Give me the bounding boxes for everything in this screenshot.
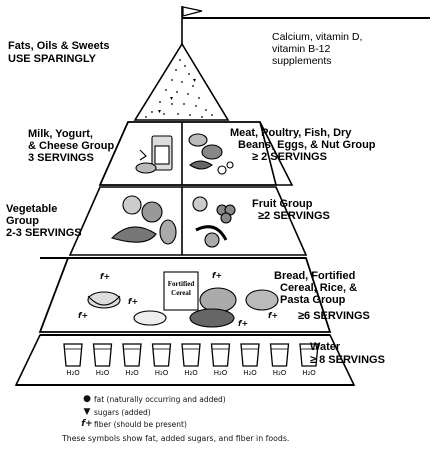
grain-illustration xyxy=(87,271,279,328)
water-glass-icon: H₂O xyxy=(210,343,231,377)
fiber-icon: f+ xyxy=(81,419,93,429)
meat-label: Meat, Poultry, Fish, Dry Beans, Eggs, & … xyxy=(230,127,376,163)
svg-text:f+: f+ xyxy=(128,297,138,306)
water-glass-label: H₂O xyxy=(96,369,110,377)
water-glass-icon: H₂O xyxy=(269,343,290,377)
water-glass-label: H₂O xyxy=(66,369,80,377)
legend-sugar: ▼ sugars (added) xyxy=(80,407,151,417)
meat-illustration xyxy=(188,133,234,175)
water-glass-icon: H₂O xyxy=(181,343,201,377)
svg-text:f+: f+ xyxy=(238,319,248,328)
water-glass-label: H₂O xyxy=(125,369,139,377)
legend-fiber: f+ fiber (should be present) xyxy=(80,419,187,429)
legend-fat: ● fat (naturally occurring and added) xyxy=(80,394,226,404)
water-glass-icon: H₂O xyxy=(92,343,113,377)
water-glass-icon: H₂O xyxy=(122,343,142,377)
water-glass-icon: H₂O xyxy=(299,343,319,377)
water-glass-label: H₂O xyxy=(302,369,316,377)
water-glasses: H₂O H₂O H₂O H₂O H₂O H₂O H₂O H₂O H₂O xyxy=(63,343,319,377)
grains-label: Bread, Fortified Cereal, Rice, & Pasta G… xyxy=(274,270,370,322)
water-glass-icon: H₂O xyxy=(151,343,172,377)
water-glass-label: H₂O xyxy=(184,369,198,377)
water-glass-label: H₂O xyxy=(273,369,287,377)
legend-fiber-text: fiber (should be present) xyxy=(94,419,187,429)
water-glass-icon: H₂O xyxy=(240,343,260,377)
svg-text:f+: f+ xyxy=(268,311,278,320)
cereal-box-label-2: Cereal xyxy=(171,289,191,297)
dairy-illustration xyxy=(135,135,173,174)
svg-text:f+: f+ xyxy=(100,272,110,281)
legend-fat-text: fat (naturally occurring and added) xyxy=(94,394,226,404)
water-glass-label: H₂O xyxy=(155,369,169,377)
water-glass-label: H₂O xyxy=(214,369,228,377)
water-label: Water≥ 8 SERVINGS xyxy=(310,341,385,366)
vegetable-illustration xyxy=(110,195,177,245)
fats-stipple xyxy=(145,59,213,118)
legend-caption: These symbols show fat, added sugars, an… xyxy=(62,434,290,443)
fruit-label: Fruit Group≥2 SERVINGS xyxy=(252,198,330,222)
svg-text:f+: f+ xyxy=(78,311,88,320)
cereal-box-label-1: Fortified xyxy=(168,280,195,288)
water-glass-icon: H₂O xyxy=(63,343,83,377)
flag-icon xyxy=(181,6,203,44)
fat-dot-icon: ● xyxy=(83,394,91,404)
sugar-triangle-icon: ▼ xyxy=(83,407,91,417)
fruit-illustration xyxy=(192,196,236,248)
legend-sugar-text: sugars (added) xyxy=(94,407,151,417)
water-glass-label: H₂O xyxy=(243,369,257,377)
fiber-marks: f+ f+ f+ f+ f+ f+ xyxy=(78,271,278,328)
svg-text:f+: f+ xyxy=(212,271,222,280)
